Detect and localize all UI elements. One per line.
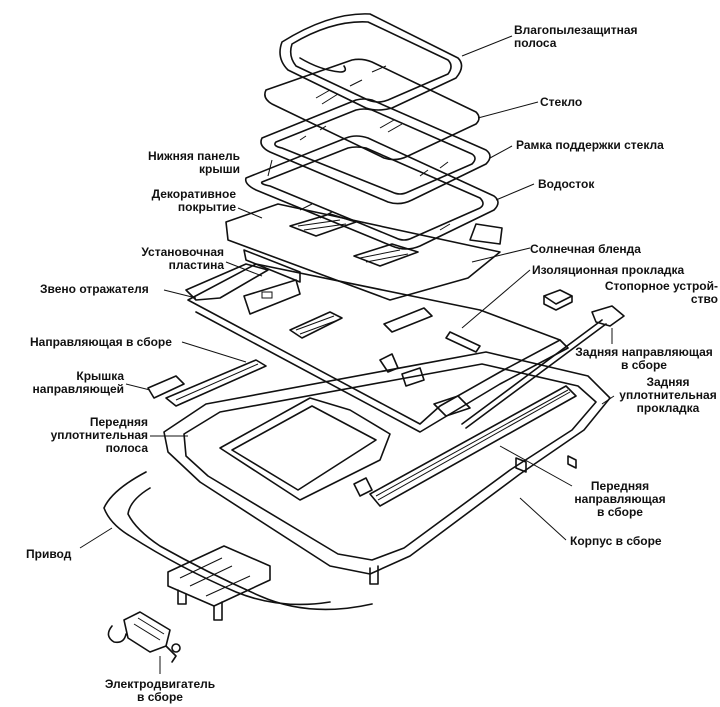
weatherstrip-part [279,13,463,111]
leader-lines [79,35,615,674]
label-guide-assy: Направляющая в сборе [30,335,172,349]
label-front-seal: Передняя уплотнительная полоса [50,415,148,455]
drive-cable-part [103,471,373,621]
label-deflector-link: Звено отражателя [40,282,149,296]
deflector-link-part [185,263,301,315]
guide-assy-part [147,359,267,407]
roof-frame-part [187,263,569,433]
label-stopper: Стопорное устрой- ство [604,279,718,306]
glass-part [264,58,480,161]
label-housing: Корпус в сборе [570,534,662,548]
label-motor: Электродвигатель в сборе [104,677,216,704]
stopper-part [543,289,573,311]
label-guide-cover: Крышка направляющей [32,369,124,396]
motor-part [107,611,181,663]
label-trim-cover: Декоративное покрытие [151,187,236,214]
glass-frame-part [260,98,491,205]
label-rear-guide: Задняя направляющая в сборе [575,345,713,372]
label-insulating-pad: Изоляционная прокладка [532,263,685,277]
label-drive: Привод [26,547,72,561]
label-front-guide: Передняя направляющая в сборе [574,479,666,519]
label-glass-frame: Рамка поддержки стекла [516,138,664,152]
label-mounting-plate: Установочная пластина [141,245,224,272]
label-drain: Водосток [538,177,595,191]
housing-part [163,351,611,585]
label-lower-roof-panel: Нижняя панель крыши [148,149,240,176]
label-glass: Стекло [540,95,583,109]
label-rear-seal: Задняя уплотнительная прокладка [619,375,717,415]
label-sunshade: Солнечная бленда [530,242,641,256]
label-weatherstrip: Влагопылезащитная полоса [514,23,638,50]
trim-cover-part [225,203,503,301]
